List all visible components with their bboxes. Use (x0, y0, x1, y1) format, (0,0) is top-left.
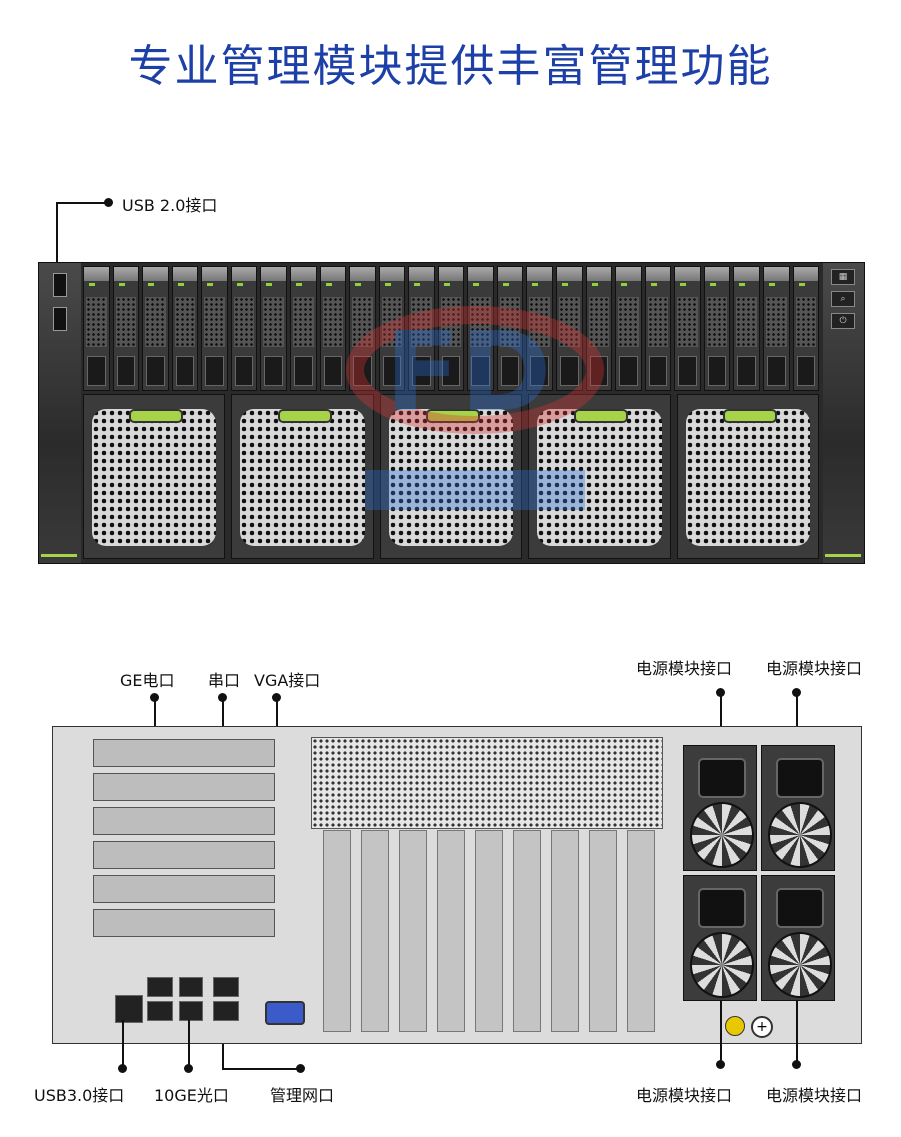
drive-bay (112, 266, 140, 391)
fan-module (676, 394, 820, 559)
drive-bay (703, 266, 731, 391)
fan-module (231, 394, 374, 559)
front-control-panel: ▦ ⌕ ⏻ (823, 263, 864, 563)
ge-electric-port (147, 1001, 173, 1021)
left-rack-ear (39, 263, 81, 563)
pcie-slot (93, 739, 275, 767)
drive-bay (733, 266, 760, 391)
magnifier-icon[interactable]: ⌕ (831, 291, 855, 307)
pcie-slot (93, 875, 275, 903)
power-socket (776, 888, 824, 928)
drive-bay (319, 266, 347, 391)
pcie-slot (93, 807, 275, 835)
psu-module-3 (683, 875, 757, 1001)
drive-bays (83, 266, 820, 391)
label-vga: VGA接口 (254, 671, 321, 690)
drive-bay (467, 266, 494, 391)
power-socket (698, 888, 746, 928)
drive-bay (171, 266, 199, 391)
fan-modules (83, 394, 820, 559)
drive-bay (792, 266, 820, 391)
serial-port (213, 977, 239, 997)
drive-bay (644, 266, 672, 391)
label-psu-bottom-2: 电源模块接口 (766, 1086, 863, 1105)
psu-module-4 (761, 875, 835, 1001)
power-socket (698, 758, 746, 798)
ge-electric-port (147, 977, 173, 997)
power-icon[interactable]: ⏻ (831, 313, 855, 329)
drive-bay (585, 266, 613, 391)
pcie-slot (93, 841, 275, 869)
screw-icon: + (751, 1016, 773, 1038)
label-psu-top-1: 电源模块接口 (636, 659, 733, 678)
label-serial: 串口 (208, 671, 241, 690)
display-icon: ▦ (831, 269, 855, 285)
psu-module-2 (761, 745, 835, 871)
drive-bay (615, 266, 642, 391)
drive-bay (142, 266, 169, 391)
pcie-slot (93, 909, 275, 937)
usb2-port-2 (53, 307, 67, 331)
drive-bay (556, 266, 583, 391)
mgmt-port (213, 1001, 239, 1021)
page-title: 专业管理模块提供丰富管理功能 (128, 41, 773, 92)
label-mgmt: 管理网口 (270, 1086, 335, 1105)
pcie-slot (93, 773, 275, 801)
fan-module (83, 394, 226, 559)
rear-vent (311, 737, 663, 829)
label-psu-top-2: 电源模块接口 (766, 659, 863, 678)
drive-bay (437, 266, 465, 391)
usb3-port (115, 995, 143, 1023)
drive-bay (349, 266, 376, 391)
fan-module (379, 394, 523, 559)
drive-bay (762, 266, 790, 391)
psu-module-1 (683, 745, 757, 871)
drive-bay (230, 266, 258, 391)
10ge-optical-port (179, 1001, 203, 1021)
power-socket (776, 758, 824, 798)
drive-bay (83, 266, 110, 391)
label-usb3: USB3.0接口 (34, 1086, 125, 1105)
label-ge-electric: GE电口 (120, 671, 175, 690)
label-usb2: USB 2.0接口 (122, 196, 218, 215)
ground-icon (725, 1016, 745, 1036)
server-rear-panel: + (52, 726, 862, 1044)
usb2-port-1 (53, 273, 67, 297)
label-10ge-optical: 10GE光口 (154, 1086, 229, 1105)
drive-bay (408, 266, 435, 391)
drive-bay (289, 266, 317, 391)
fan-module (528, 394, 671, 559)
10ge-optical-port (179, 977, 203, 997)
label-psu-bottom-1: 电源模块接口 (636, 1086, 733, 1105)
server-front-panel: ▦ ⌕ ⏻ (38, 262, 865, 564)
drive-bay (378, 266, 406, 391)
drive-bay (674, 266, 701, 391)
drive-bay (526, 266, 553, 391)
drive-bay (260, 266, 287, 391)
drive-bay (496, 266, 524, 391)
vga-port (265, 1001, 305, 1025)
drive-bay (201, 266, 228, 391)
